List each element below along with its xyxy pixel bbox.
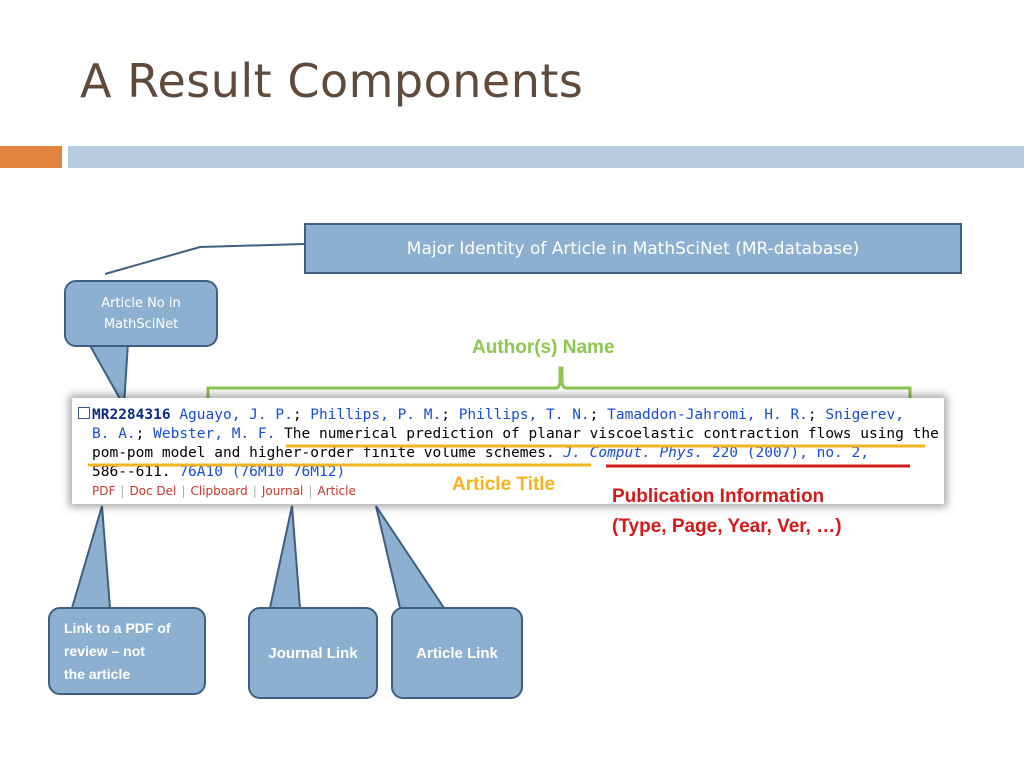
author-link[interactable]: Snigerev, (825, 407, 904, 423)
pdf-line1: Link to a PDF of (64, 619, 171, 636)
article-no-line2: MathSciNet (103, 316, 179, 332)
author-link[interactable]: Webster, M. F. (153, 426, 276, 442)
journal-link[interactable]: Journal (261, 484, 304, 498)
article-link[interactable]: Article (317, 484, 356, 498)
classification-link[interactable]: 76A10 (76M10 76M12) (179, 464, 346, 480)
article-title-part2: pom-pom model and higher-order finite vo… (92, 445, 555, 461)
record-line-3: pom-pom model and higher-order finite vo… (92, 444, 869, 463)
pdf-line2: review – not (64, 642, 145, 659)
record-line-1: MR2284316 Aguayo, J. P.; Phillips, P. M.… (78, 406, 904, 425)
article-link-callout: Article Link (391, 607, 523, 699)
article-pointer (375, 505, 446, 609)
pub-info-line2: (Type, Page, Year, Ver, …) (612, 516, 842, 537)
mr-identity-connector (104, 243, 305, 275)
author-link[interactable]: Phillips, T. N. (458, 407, 590, 423)
article-no-line1: Article No in (101, 295, 181, 311)
article-no-callout: Article No in MathSciNet (64, 280, 218, 347)
journal-pointer (268, 505, 302, 609)
article-title-part1: The numerical prediction of planar visco… (284, 426, 939, 442)
author-link[interactable]: Phillips, P. M. (310, 407, 442, 423)
pdf-pointer (70, 505, 112, 609)
select-checkbox[interactable] (78, 407, 90, 419)
slide-title: A Result Components (80, 54, 584, 108)
pdf-link[interactable]: PDF (92, 484, 116, 498)
article-title-label: Article Title (452, 474, 556, 495)
article-no-pointer (86, 341, 130, 410)
accent-bar-blue (68, 146, 1024, 168)
pdf-line3: the article (64, 665, 131, 682)
author-name-label: Author(s) Name (472, 337, 615, 358)
record-line-4: 586--611. 76A10 (76M10 76M12) (92, 463, 345, 482)
author-link[interactable]: Aguayo, J. P. (179, 407, 293, 423)
journal-name[interactable]: J. Comput. Phys. (563, 445, 704, 461)
search-result-record: MR2284316 Aguayo, J. P.; Phillips, P. M.… (72, 398, 944, 504)
mr-number-link[interactable]: MR2284316 (92, 407, 171, 423)
pdf-callout: Link to a PDF of review – not the articl… (48, 607, 206, 695)
accent-bar-orange (0, 146, 62, 168)
page-range: 586--611. (92, 464, 171, 480)
doc-del-link[interactable]: Doc Del (129, 484, 177, 498)
clipboard-link[interactable]: Clipboard (190, 484, 248, 498)
record-links: PDF|Doc Del|Clipboard|Journal|Article (92, 484, 356, 498)
publication-info-label: Publication Information (Type, Page, Yea… (612, 482, 842, 542)
author-link[interactable]: Tamaddon-Jahromi, H. R. (607, 407, 808, 423)
record-line-2: B. A.; Webster, M. F. The numerical pred… (92, 426, 939, 442)
pub-info-line1: Publication Information (612, 486, 825, 507)
author-link[interactable]: B. A. (92, 426, 136, 442)
mr-identity-callout: Major Identity of Article in MathSciNet … (304, 223, 962, 274)
volume-info[interactable]: 220 (2007), no. 2, (711, 445, 869, 461)
journal-link-callout: Journal Link (248, 607, 378, 699)
